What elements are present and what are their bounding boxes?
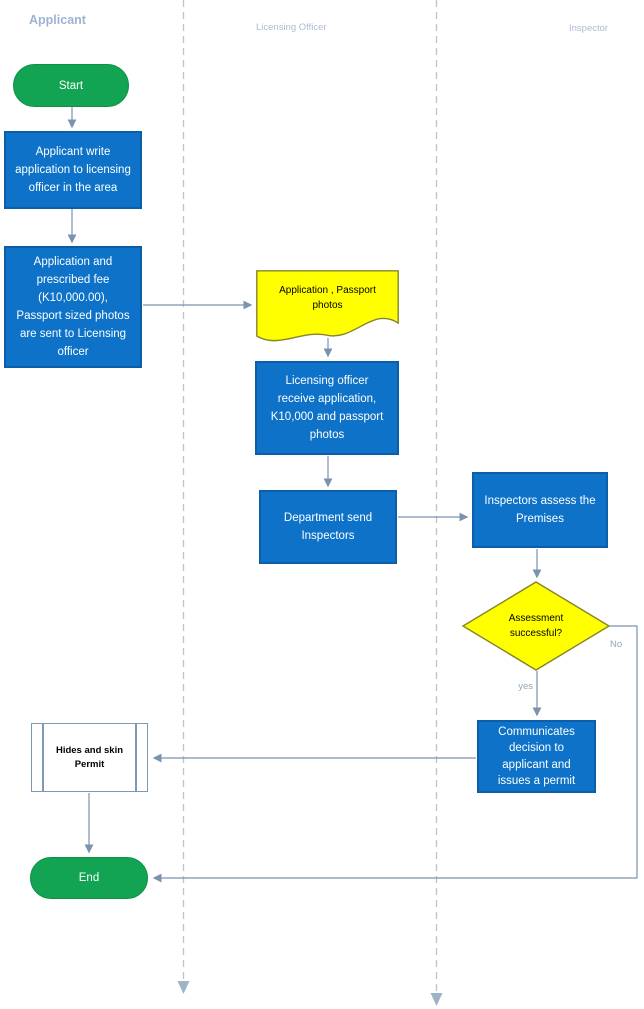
lane-title-applicant: Applicant xyxy=(29,13,86,27)
lane-title-licensing-officer: Licensing Officer xyxy=(256,22,327,33)
predefined-left-bar xyxy=(42,724,44,791)
permit-label: Hides and skin Permit xyxy=(55,744,124,770)
end-terminator: End xyxy=(30,857,148,899)
decision-label: Assessment successful? xyxy=(508,613,564,639)
decision-shape-outline xyxy=(461,581,611,671)
document-shape-outline xyxy=(256,270,399,342)
process-assess-premises: Inspectors assess the Premises xyxy=(472,472,608,548)
start-terminator: Start xyxy=(13,64,129,107)
decision-assessment-successful: Assessment successful? xyxy=(461,581,611,671)
process-write-application: Applicant write application to licensing… xyxy=(4,131,142,209)
document-application-passport-photos: Application , Passport photos xyxy=(256,270,399,350)
lane-divider-1-arrow-icon xyxy=(177,981,190,994)
process-send-documents: Application and prescribed fee (K10,000.… xyxy=(4,246,142,368)
process-receive-application: Licensing officer receive application, K… xyxy=(255,361,399,455)
predefined-process-permit: Hides and skin Permit xyxy=(31,723,148,792)
document-label: Application , Passport photos xyxy=(279,285,376,311)
predefined-right-bar xyxy=(135,724,137,791)
connector-decision-no xyxy=(152,625,638,883)
process-send-inspectors: Department send Inspectors xyxy=(259,490,397,564)
lane-title-inspector: Inspector xyxy=(569,23,609,34)
process-communicate-decision: Communicates decision to applicant and i… xyxy=(477,720,596,793)
edge-label-no: No xyxy=(610,639,623,650)
edge-label-yes: yes xyxy=(518,681,533,692)
lane-divider-2-arrow-icon xyxy=(430,993,443,1006)
